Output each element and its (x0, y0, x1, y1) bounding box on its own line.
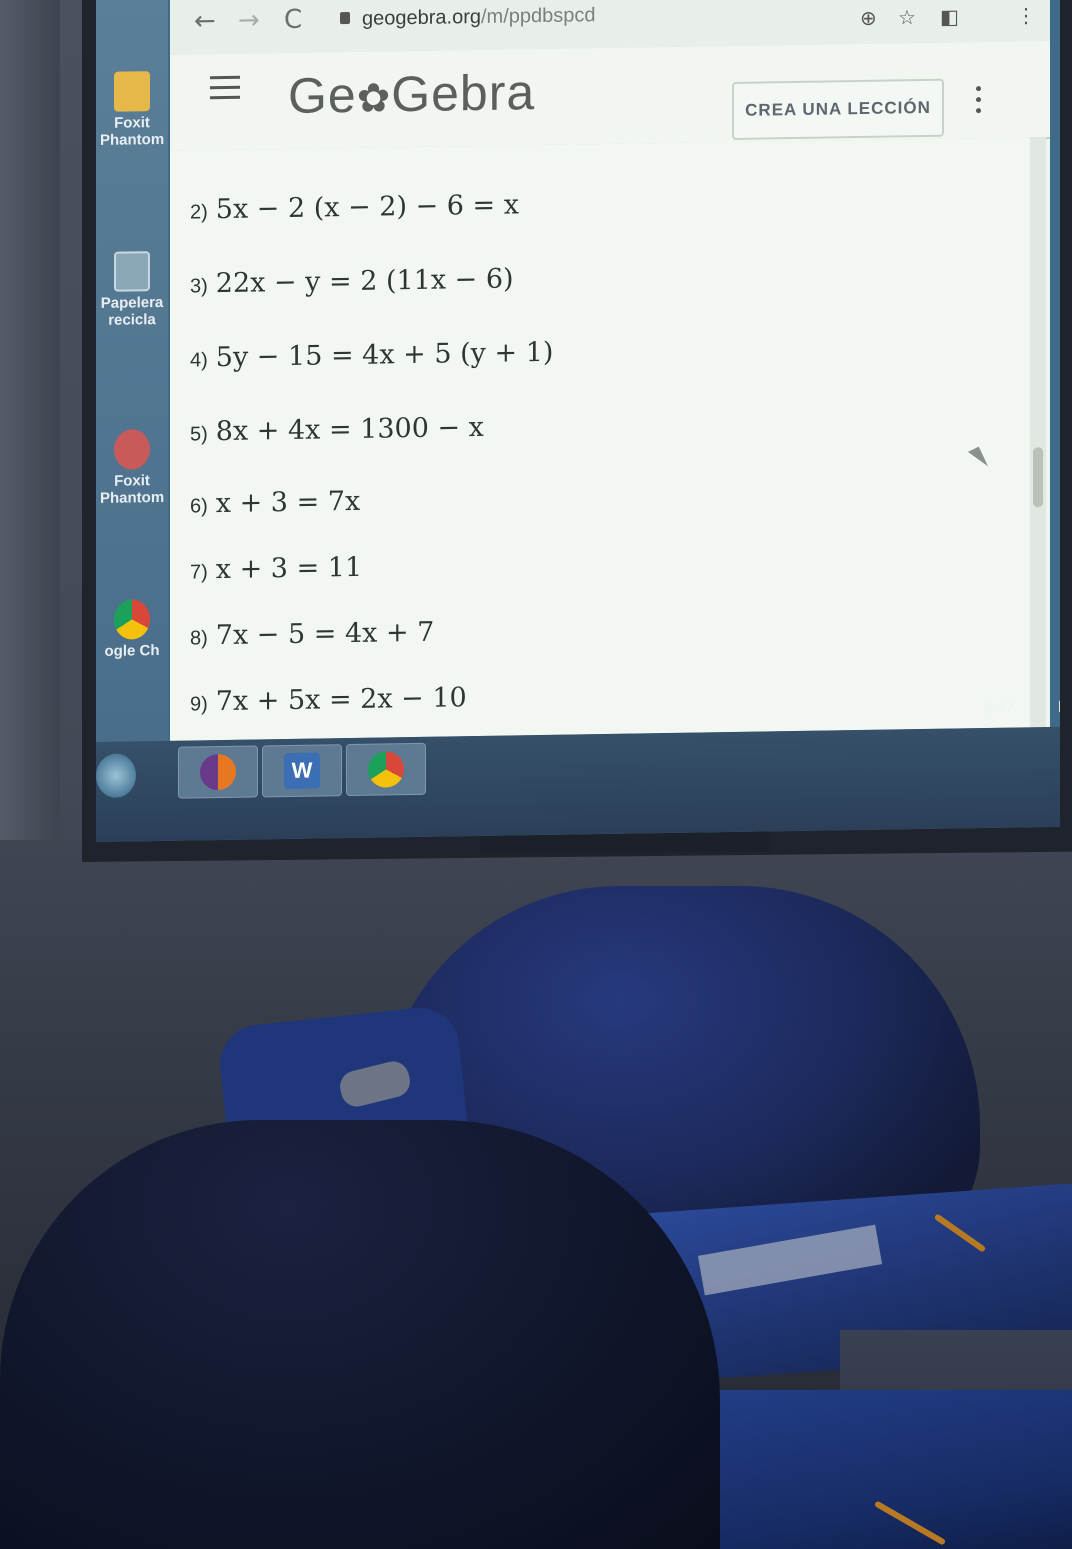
more-options-icon[interactable] (976, 86, 982, 116)
equation-item: 7)x + 3 = 11 (190, 551, 363, 586)
avast-icon (200, 753, 236, 791)
equation-item: 6)x + 3 = 7x (190, 485, 361, 520)
desktop-icon-foxit-shortcut[interactable]: Foxit Phantom (100, 429, 164, 507)
taskbar-word[interactable]: W (262, 744, 342, 798)
taskbar-avast[interactable] (178, 745, 258, 799)
geogebra-logo: Ge✿Gebra (288, 64, 536, 124)
desktop-icon-label: Phantom (100, 488, 165, 507)
worksheet-content: 2)5x − 2 (x − 2) − 6 = x 3)22x − y = 2 (… (170, 137, 1030, 741)
desktop-icon-recycle-bin[interactable]: Papelera recicla (100, 251, 164, 329)
address-bar[interactable]: geogebra.org/m/ppdbspcd (362, 4, 596, 31)
desktop-icon-label: Foxit (114, 114, 150, 132)
language-indicator[interactable]: ES (1058, 698, 1060, 716)
geogebra-flower-icon: ✿ (356, 76, 392, 121)
desktop-icon-label: Foxit (114, 472, 150, 490)
windows-taskbar: W ES 8:47 (96, 699, 1060, 842)
desktop-icon-chrome[interactable]: ogle Ch (100, 599, 164, 661)
projected-screen: Foxit Phantom Papelera recicla Foxit Pha… (96, 0, 1060, 843)
hamburger-menu-icon[interactable] (210, 75, 240, 102)
desktop-icon-foxit[interactable]: Foxit Phantom (100, 71, 164, 149)
create-lesson-button[interactable]: CREA UNA LECCIÓN (732, 78, 944, 141)
browser-window: ← → C geogebra.org/m/ppdbspcd ⊕ ☆ ◧ ⋮ Ge… (170, 0, 1050, 741)
content-scrollbar[interactable] (1030, 137, 1046, 728)
system-tray: ES 8:47 (566, 699, 1060, 736)
scrollbar-thumb[interactable] (1033, 447, 1043, 508)
geogebra-header: Ge✿Gebra CREA UNA LECCIÓN (170, 41, 1050, 153)
recycle-bin-icon (114, 251, 150, 292)
lock-icon (340, 12, 350, 25)
desktop-icon-label: recicla (108, 310, 156, 329)
desktop-icon-label: ogle Ch (104, 642, 160, 660)
reload-button[interactable]: C (284, 4, 303, 36)
equation-item: 2)5x − 2 (x − 2) − 6 = x (190, 189, 519, 226)
taskbar-chrome[interactable] (346, 742, 426, 797)
desktop-icon-label: Papelera (100, 293, 164, 312)
equation-item: 4)5y − 15 = 4x + 5 (y + 1) (190, 336, 554, 374)
word-icon: W (284, 752, 320, 790)
foxit-icon (114, 429, 150, 470)
student-foreground-silhouette (0, 1120, 720, 1549)
chrome-icon (368, 751, 404, 788)
equation-item: 8)7x − 5 = 4x + 7 (190, 616, 435, 652)
zoom-icon[interactable]: ⊕ (860, 5, 877, 30)
equation-item: 9)7x + 5x = 2x − 10 (190, 682, 467, 718)
folder-icon (114, 71, 150, 112)
desktop-icon-label: Phantom (100, 130, 165, 149)
clock[interactable]: 8:47 (984, 699, 1015, 718)
url-path: /m/ppdbspcd (480, 4, 596, 28)
browser-menu-icon[interactable]: ⋮ (1016, 3, 1036, 28)
star-icon[interactable]: ☆ (898, 5, 916, 30)
mouse-cursor-icon (967, 446, 989, 472)
back-button[interactable]: ← (194, 6, 216, 37)
url-host: geogebra.org (362, 5, 481, 30)
equation-item: 3)22x − y = 2 (11x − 6) (190, 263, 514, 300)
sidepanel-icon[interactable]: ◧ (940, 4, 959, 29)
equation-item: 5)8x + 4x = 1300 − x (190, 411, 484, 448)
start-button[interactable] (96, 753, 136, 798)
forward-button[interactable]: → (238, 5, 260, 36)
windows-desktop: Foxit Phantom Papelera recicla Foxit Pha… (96, 0, 168, 742)
chrome-icon (114, 599, 150, 640)
wall-left (0, 0, 60, 840)
